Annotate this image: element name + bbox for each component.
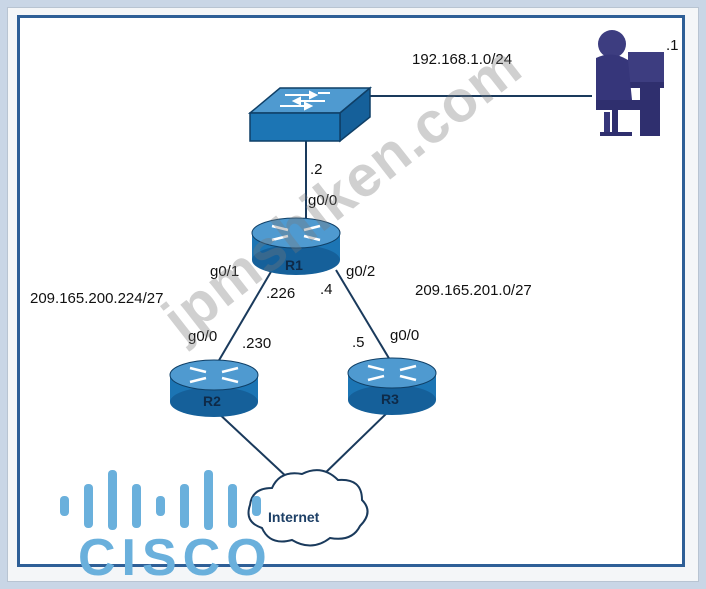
r1-g02-ip-label: .4 bbox=[320, 281, 333, 298]
r1-g01-ip-label: .226 bbox=[266, 285, 296, 302]
cisco-logo-text: CISCO bbox=[78, 529, 273, 587]
pc-host-label: .1 bbox=[666, 37, 679, 54]
r2-name-label: R2 bbox=[203, 393, 221, 409]
link-r3-internet bbox=[319, 409, 391, 479]
router-r3-icon bbox=[347, 357, 437, 415]
r3-g00-ip-label: .5 bbox=[352, 334, 365, 351]
switch-icon bbox=[247, 86, 373, 143]
r2-g00-ip-label: .230 bbox=[242, 335, 272, 352]
user-workstation-icon bbox=[596, 30, 664, 136]
r1-r3-network-label: 209.165.201.0/27 bbox=[415, 282, 532, 299]
r1-g00-if-label: g0/0 bbox=[308, 192, 338, 209]
link-r1-r3 bbox=[335, 269, 391, 361]
r2-g00-if-label: g0/0 bbox=[188, 328, 218, 345]
router-r2-icon bbox=[169, 359, 259, 417]
internet-label: Internet bbox=[268, 509, 320, 525]
internet-cloud-icon bbox=[247, 469, 369, 547]
r1-g02-if-label: g0/2 bbox=[346, 263, 376, 280]
link-r2-internet bbox=[214, 409, 291, 481]
router-r1-icon bbox=[251, 217, 341, 275]
r1-g00-ip-label: .2 bbox=[310, 161, 323, 178]
r1-g01-if-label: g0/1 bbox=[210, 263, 240, 280]
link-r1-r2 bbox=[217, 269, 273, 363]
r1-r2-network-label: 209.165.200.224/27 bbox=[30, 290, 164, 307]
cisco-logo-bars bbox=[60, 470, 261, 530]
r1-name-label: R1 bbox=[285, 257, 303, 273]
r3-name-label: R3 bbox=[381, 391, 399, 407]
switch-network-label: 192.168.1.0/24 bbox=[412, 51, 513, 68]
r3-g00-if-label: g0/0 bbox=[390, 327, 420, 344]
